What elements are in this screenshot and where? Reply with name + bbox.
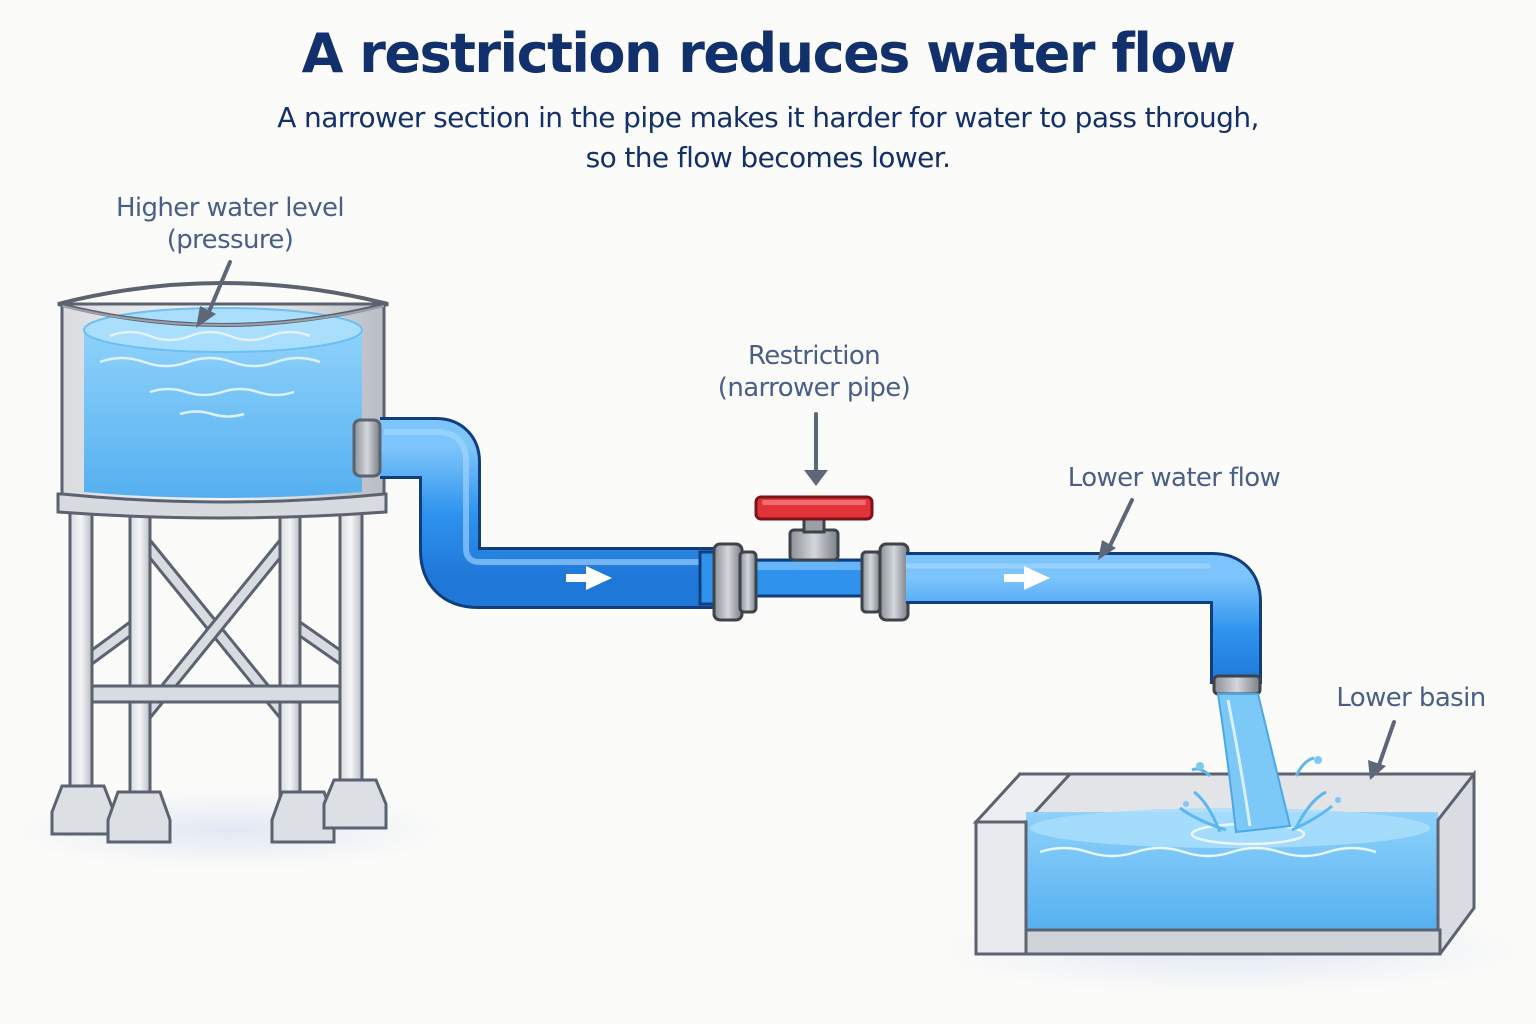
tank-water-surface bbox=[83, 307, 363, 353]
tank-label: Higher water level (pressure) bbox=[80, 192, 380, 256]
tank-callout-head bbox=[196, 306, 216, 328]
subtitle-line-2: so the flow becomes lower. bbox=[585, 141, 951, 174]
flow-arrow-1 bbox=[566, 566, 612, 590]
tank-label-line-1: Higher water level bbox=[115, 193, 345, 223]
restriction-label: Restriction (narrower pipe) bbox=[664, 340, 964, 404]
restriction-label-line-2: (narrower pipe) bbox=[717, 373, 911, 403]
tower-legs bbox=[68, 510, 364, 814]
tower-feet bbox=[50, 778, 388, 844]
flow-callout-head bbox=[1098, 540, 1116, 560]
tank-water bbox=[84, 330, 362, 498]
tank-callout-line bbox=[206, 260, 232, 316]
tank-outlet-coupling bbox=[352, 418, 382, 478]
diagram-subtitle: A narrower section in the pipe makes it … bbox=[0, 98, 1536, 178]
basin-label: Lower basin bbox=[1336, 683, 1486, 713]
flow-arrow-2 bbox=[1004, 566, 1050, 590]
basin-water-surface bbox=[1030, 808, 1430, 848]
subtitle-line-1: A narrower section in the pipe makes it … bbox=[277, 101, 1259, 134]
restriction-label-line-1: Restriction bbox=[747, 341, 881, 371]
tank-label-line-2: (pressure) bbox=[166, 225, 294, 255]
flow-callout-line bbox=[1106, 498, 1134, 552]
callout-arrows bbox=[206, 260, 1396, 770]
left-flange bbox=[712, 542, 744, 622]
pipe-outlet-coupling bbox=[1212, 674, 1262, 696]
flow-label: Lower water flow bbox=[1067, 463, 1281, 493]
restriction-callout-head bbox=[804, 470, 828, 486]
basin-callout-head bbox=[1368, 760, 1386, 780]
valve-bonnet bbox=[788, 528, 840, 562]
water-ripples bbox=[99, 330, 321, 418]
basin-callout-line bbox=[1376, 720, 1396, 770]
tower-braces bbox=[90, 535, 342, 723]
water-splash bbox=[1179, 756, 1333, 833]
diagram-title: A restriction reduces water flow bbox=[301, 22, 1236, 85]
water-stream bbox=[1216, 693, 1292, 834]
right-flange bbox=[878, 542, 910, 622]
